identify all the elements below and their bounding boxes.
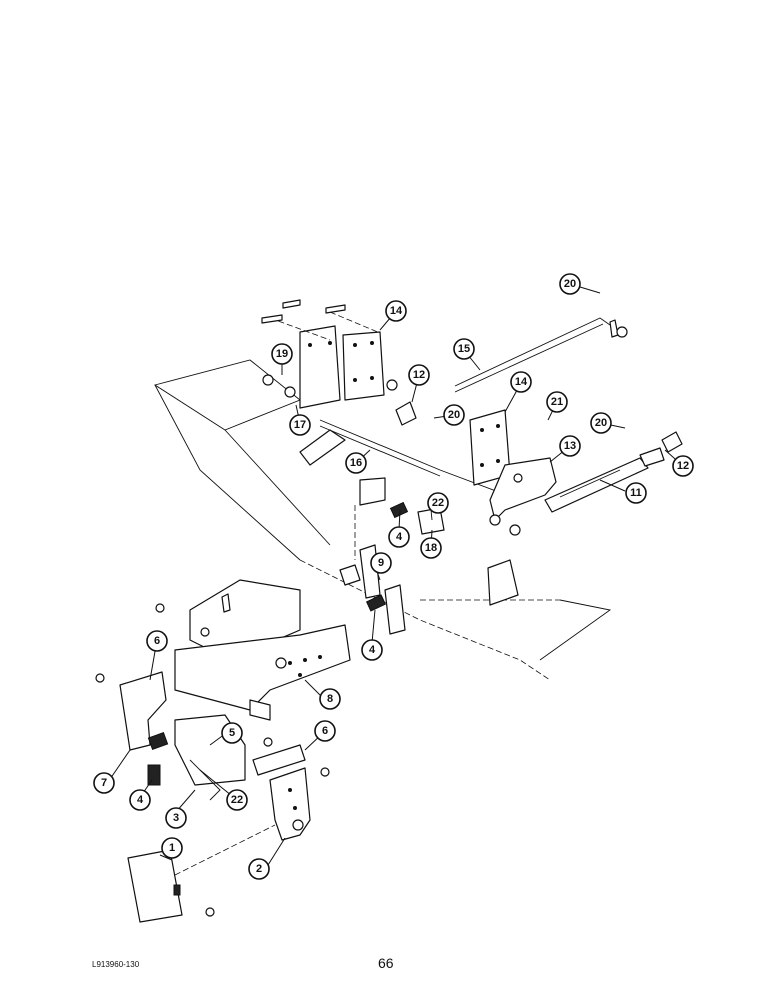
callout-14b: 14 xyxy=(510,371,532,393)
svg-text:18: 18 xyxy=(425,542,437,554)
svg-text:12: 12 xyxy=(677,460,689,472)
callout-12a: 12 xyxy=(408,364,430,386)
svg-text:9: 9 xyxy=(378,557,384,569)
callout-21: 21 xyxy=(546,391,568,413)
callout-1: 1 xyxy=(161,837,183,859)
callout-9: 9 xyxy=(370,552,392,574)
callout-5: 5 xyxy=(221,722,243,744)
svg-text:16: 16 xyxy=(350,457,362,469)
svg-text:22: 22 xyxy=(231,794,243,806)
svg-text:1: 1 xyxy=(169,842,175,854)
callout-18: 18 xyxy=(420,537,442,559)
page-number: 66 xyxy=(378,955,394,971)
svg-text:6: 6 xyxy=(154,635,160,647)
callout-20c: 20 xyxy=(590,412,612,434)
callout-14a: 14 xyxy=(385,300,407,322)
callout-22a: 22 xyxy=(427,492,449,514)
callout-17: 17 xyxy=(289,414,311,436)
callout-labels: 1 2 3 4 4 4 5 6 6 7 8 9 11 12 12 13 14 1… xyxy=(93,273,694,880)
svg-text:7: 7 xyxy=(101,777,107,789)
callout-3: 3 xyxy=(165,807,187,829)
svg-text:2: 2 xyxy=(256,863,262,875)
svg-text:13: 13 xyxy=(564,440,576,452)
callout-15: 15 xyxy=(453,338,475,360)
svg-text:6: 6 xyxy=(322,725,328,737)
svg-text:14: 14 xyxy=(515,376,528,388)
callout-19: 19 xyxy=(271,343,293,365)
callout-12b: 12 xyxy=(672,455,694,477)
callout-7: 7 xyxy=(93,772,115,794)
callout-2: 2 xyxy=(248,858,270,880)
svg-text:12: 12 xyxy=(413,369,425,381)
callout-8: 8 xyxy=(319,688,341,710)
svg-text:4: 4 xyxy=(137,794,144,806)
svg-text:22: 22 xyxy=(432,497,444,509)
svg-text:4: 4 xyxy=(396,531,403,543)
svg-text:17: 17 xyxy=(294,419,306,431)
callout-4a: 4 xyxy=(129,789,151,811)
central-linkage xyxy=(339,477,445,635)
svg-text:4: 4 xyxy=(369,644,376,656)
callout-22b: 22 xyxy=(226,789,248,811)
right-bracket xyxy=(469,409,683,606)
callout-4c: 4 xyxy=(361,639,383,661)
callout-6b: 6 xyxy=(314,720,336,742)
main-frame xyxy=(155,579,351,721)
callout-20a: 20 xyxy=(559,273,581,295)
svg-text:20: 20 xyxy=(448,409,460,421)
svg-text:20: 20 xyxy=(564,278,576,290)
callout-20b: 20 xyxy=(443,404,465,426)
callout-11: 11 xyxy=(625,482,647,504)
lower-right-bracket xyxy=(127,767,330,923)
callout-6a: 6 xyxy=(146,630,168,652)
svg-text:15: 15 xyxy=(458,343,470,355)
svg-text:14: 14 xyxy=(390,305,403,317)
svg-text:3: 3 xyxy=(173,812,179,824)
callout-16: 16 xyxy=(345,452,367,474)
svg-text:11: 11 xyxy=(630,487,642,499)
figure-code: L913960-130 xyxy=(92,960,140,969)
upper-left-bracket xyxy=(261,299,398,409)
svg-text:20: 20 xyxy=(595,417,607,429)
callout-4b: 4 xyxy=(388,526,410,548)
callout-13: 13 xyxy=(559,435,581,457)
svg-text:8: 8 xyxy=(327,693,333,705)
svg-text:5: 5 xyxy=(229,727,235,739)
svg-text:19: 19 xyxy=(276,348,288,360)
rods xyxy=(299,317,628,501)
svg-text:21: 21 xyxy=(551,396,563,408)
